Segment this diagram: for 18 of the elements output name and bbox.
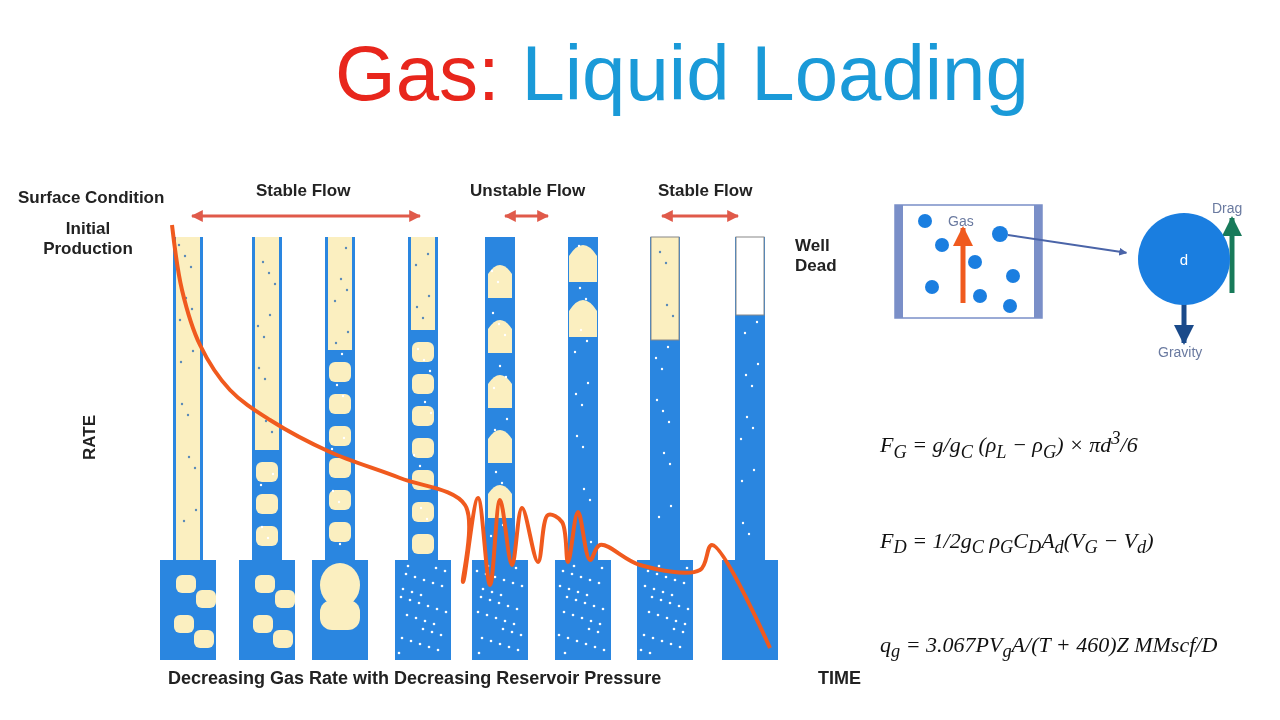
axis-label: RATE [80,415,100,460]
stage-label: Unstable Flow [470,181,586,201]
formula: F$_{D}$ = 1/2g$_{C}$ ρ$_{G}$C$_{D}$A$_{d}$(V$_{G}$ − V$_{d}$) [880,528,1154,559]
arrow [1006,234,1128,256]
formula: q$_{g}$ = 3.067PV$_{g}$A/(T + 460)Z MMscf/D [880,632,1218,663]
stage-label: Stable Flow [256,181,351,201]
axis-label: Decreasing Gas Rate with Decreasing Reservoir Pressure [168,668,662,689]
axis-label: TIME [818,668,861,689]
stage-label: Initial Production [42,219,134,259]
stage-label: Stable Flow [658,181,753,201]
formula: F$_{G}$ = g/g$_{C}$ (ρ$_{L}$ − ρ$_{G}$) × πd$^{3}$/6 [880,428,1138,463]
stage-label: Surface Condition [18,188,165,208]
gravity-label: Gravity [1158,344,1203,360]
droplet-label: d [1179,250,1189,268]
title: Gas: Liquid Loading [335,28,1029,119]
stage-label: Well Dead [795,236,838,276]
drag-label: Drag [1212,200,1243,216]
gas-label: Gas [948,213,974,229]
